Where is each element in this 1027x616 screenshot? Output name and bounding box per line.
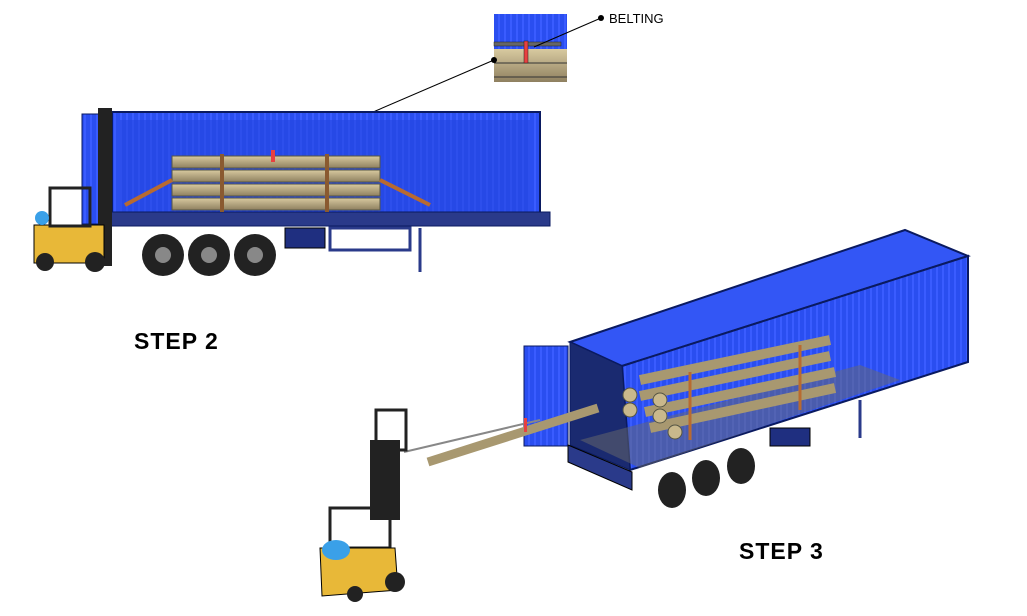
step3-wheels [658, 448, 755, 508]
step-2-label: STEP 2 [134, 328, 219, 354]
step-3-label: STEP 3 [739, 538, 824, 564]
step3-forklift [319, 408, 408, 602]
belting-detail-inset [493, 14, 567, 82]
step3-long-pipe [403, 403, 600, 467]
step3-trailer [523, 228, 971, 508]
belting-label: BELTING [609, 11, 664, 26]
step2-trailer [81, 111, 551, 276]
step2-pipe-bundle [124, 150, 431, 212]
step2-wheels [142, 234, 276, 276]
step3-pipe-bundle [622, 335, 837, 440]
step2-forklift [33, 108, 112, 272]
